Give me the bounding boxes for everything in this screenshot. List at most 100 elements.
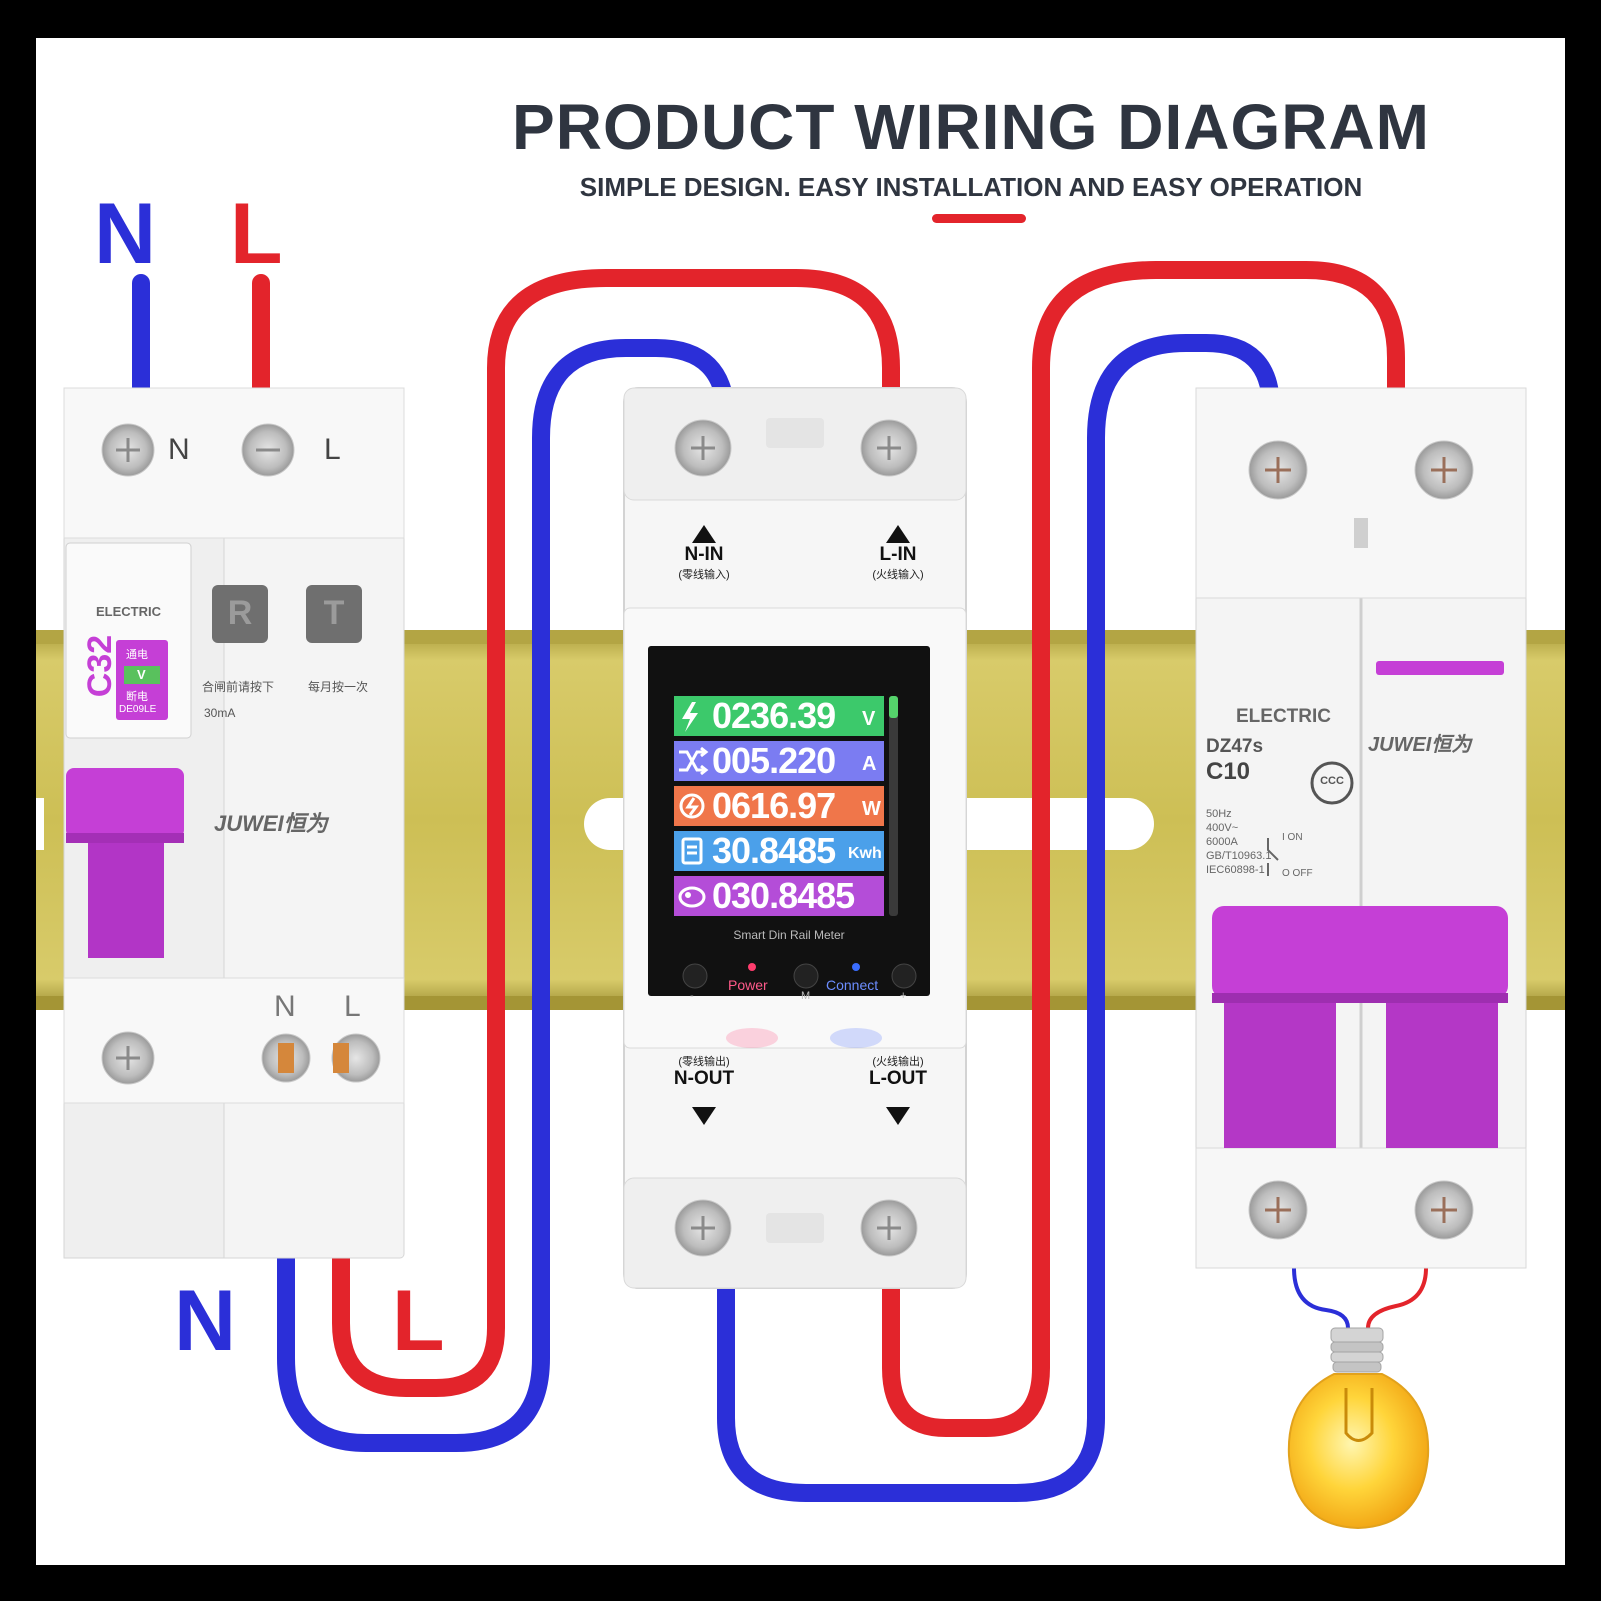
meter-l-out-label: L-OUT: [868, 1068, 928, 1089]
meter-screw-l-in: [860, 419, 918, 477]
mcb-spec-0: 50Hz: [1206, 808, 1232, 820]
n-in-arrow-icon: [692, 525, 716, 543]
mcb-ccc-label: CCC: [1320, 775, 1344, 787]
supply-neutral-label: N: [94, 186, 157, 282]
meter-screw-n-out: [674, 1199, 732, 1257]
rcbo-brand: ELECTRIC: [96, 604, 161, 619]
mcb-on-label: I ON: [1282, 832, 1303, 843]
l-out-arrow-icon: [886, 1107, 910, 1125]
wiring-svg: [36, 261, 1565, 1530]
meter-level-bar: [889, 696, 898, 916]
meter-cost-value: 030.8485: [712, 875, 855, 916]
lamp-live-wire: [1366, 1266, 1428, 1330]
meter-row-bg-cost: [674, 876, 884, 916]
mcb-off-label: O OFF: [1282, 868, 1313, 879]
page-title: PRODUCT WIRING DIAGRAM: [512, 91, 1430, 163]
rcbo-top-l-label: L: [324, 433, 341, 466]
mcb-rating: C10: [1206, 758, 1251, 785]
meter-m-button[interactable]: [793, 963, 819, 989]
rcbo-reset-button[interactable]: [212, 585, 268, 643]
mcb-brand: ELECTRIC: [1236, 706, 1331, 727]
ccc-mark-icon: [1310, 761, 1354, 805]
meter-voltage-value: 0236.39: [712, 695, 836, 736]
meter-energy-unit: Kwh: [848, 845, 882, 862]
meter-current-value: 005.220: [712, 740, 836, 781]
rcbo-bottom-n-label: N: [274, 990, 296, 1023]
mcb-spec-4: IEC60898-1: [1206, 864, 1265, 876]
meter-plus-label: +: [900, 990, 907, 1002]
meter-row-bg-voltage: [674, 696, 884, 736]
meter-power-label: Power: [728, 977, 768, 993]
rcbo-test-label: T: [323, 594, 345, 632]
diagram-canvas: PRODUCT WIRING DIAGRAM SIMPLE DESIGN. EA…: [36, 38, 1565, 1565]
connect-led-icon: [852, 963, 860, 971]
rcbo-status-off: 断电: [126, 691, 148, 703]
meter-screw-n-in: [674, 419, 732, 477]
mcb-device: [1195, 387, 1527, 1269]
meter-voltage-unit: V: [862, 708, 876, 730]
meter-l-out-cn: (火线输出): [872, 1056, 924, 1068]
n-out-arrow-icon: [692, 1107, 716, 1125]
energy-meter-device: [623, 387, 967, 1289]
meter-caption: Smart Din Rail Meter: [733, 928, 845, 942]
rcbo-status-on: 通电: [126, 649, 148, 661]
power-led-icon: [748, 963, 756, 971]
meter-neutral-to-mcb-wire: [717, 334, 1280, 1502]
meter-connect-label: Connect: [826, 977, 879, 993]
meter-l-in-cn: (火线输入): [872, 569, 924, 581]
rcbo-logo: JUWEI恒为: [214, 811, 328, 836]
meter-row-bg-current: [674, 741, 884, 781]
mcb-spec-2: 6000A: [1206, 836, 1238, 848]
rcbo-bottom-l-label: L: [344, 990, 361, 1023]
output-neutral-label: N: [174, 1273, 237, 1369]
rcbo-leakage-rating: 30mA: [204, 706, 236, 720]
piggy-bank-icon: [678, 886, 706, 908]
receipt-icon: [681, 837, 703, 865]
rcbo-screw-n-top: [101, 423, 155, 477]
lightning-icon: [682, 702, 698, 732]
meter-power-unit: W: [862, 798, 881, 820]
meter-minus-label: -: [690, 990, 694, 1002]
rcbo-check-mark: V: [137, 667, 146, 682]
l-in-arrow-icon: [886, 525, 910, 543]
mcb-logo: JUWEI恒为: [1368, 734, 1472, 756]
rcbo-test-hint: 每月按一次: [308, 680, 369, 694]
rcbo-handle[interactable]: [66, 768, 184, 958]
power-icon: [679, 793, 705, 819]
meter-row-bg-energy: [674, 831, 884, 871]
mcb-indicator-stripe: [1376, 661, 1504, 675]
rcbo-screw-bottom-left: [101, 1031, 155, 1085]
meter-m-label: M: [801, 990, 811, 1002]
meter-plus-button[interactable]: [891, 963, 917, 989]
meter-minus-button[interactable]: [682, 963, 708, 989]
rcbo-live-to-meter-wire: [332, 269, 900, 1397]
meter-current-unit: A: [862, 753, 877, 775]
rcbo-test-button[interactable]: [306, 585, 362, 643]
rcbo-model: DE09LE: [119, 704, 157, 715]
mcb-handle[interactable]: [1212, 906, 1508, 1148]
meter-screw-l-out: [860, 1199, 918, 1257]
rcbo-rating: C32: [81, 634, 119, 698]
rcbo-reset-label: R: [227, 594, 253, 632]
rcbo-neutral-to-meter-wire: [277, 339, 735, 1452]
meter-n-in-cn: (零线输入): [678, 569, 730, 581]
mcb-screw-out-right: [1414, 1180, 1474, 1240]
output-live-label: L: [392, 1273, 445, 1369]
meter-l-in-label: L-IN: [879, 544, 917, 565]
supply-live-label: L: [230, 186, 283, 282]
mcb-screw-out-left: [1248, 1180, 1308, 1240]
meter-power-value: 0616.97: [712, 785, 836, 826]
rcbo-reset-hint: 合闸前请按下: [202, 680, 275, 694]
page-subtitle: SIMPLE DESIGN. EASY INSTALLATION AND EAS…: [579, 172, 1363, 202]
meter-row-bg-power: [674, 786, 884, 826]
mcb-spec-1: 400V~: [1206, 822, 1239, 834]
shuffle-icon: [679, 746, 709, 776]
light-bulb-icon: [1287, 1327, 1430, 1530]
meter-n-in-label: N-IN: [684, 544, 724, 565]
mcb-screw-in-right: [1414, 440, 1474, 500]
mcb-model: DZ47s: [1206, 736, 1264, 757]
meter-n-out-cn: (零线输出): [678, 1056, 730, 1068]
rcbo-top-n-label: N: [168, 433, 190, 466]
meter-live-to-mcb-wire: [882, 261, 1405, 1437]
lamp-neutral-wire: [1292, 1266, 1350, 1330]
